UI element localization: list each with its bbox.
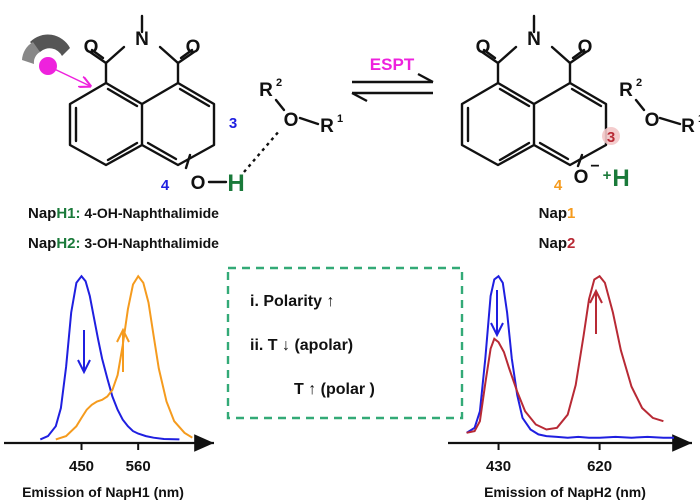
espt-equilibrium: ESPT bbox=[351, 55, 434, 103]
atom-R1: R bbox=[681, 116, 695, 137]
excitation-arrow bbox=[47, 65, 90, 86]
atom-O-hydroxy: O bbox=[191, 173, 206, 194]
position-4: 4 bbox=[554, 177, 563, 194]
x-tick-label: 560 bbox=[126, 458, 151, 475]
series-blue-emission bbox=[466, 274, 674, 439]
minus-charge: − bbox=[590, 158, 599, 175]
atom-O: O bbox=[84, 37, 99, 58]
x-tick-label: 430 bbox=[486, 458, 511, 475]
label-nap2: Nap2 bbox=[539, 235, 576, 252]
x-tick-label: 450 bbox=[69, 458, 94, 475]
atom-R1: R bbox=[320, 116, 334, 137]
atom-O: O bbox=[578, 37, 593, 58]
atom-R1-superscript: 1 bbox=[698, 113, 700, 125]
label-naph1: NapH1: 4-OH-Naphthalimide bbox=[28, 205, 219, 222]
atom-O: O bbox=[186, 37, 201, 58]
x-axis-label: Emission of NapH1 (nm) bbox=[22, 484, 184, 500]
x-axis-label: Emission of NapH2 (nm) bbox=[484, 484, 646, 500]
chart-naph1-emission: 450 560 Emission of NapH1 (nm) bbox=[4, 274, 214, 500]
label-nap1: Nap1 bbox=[539, 205, 576, 222]
atom-O-anion: O bbox=[574, 167, 589, 188]
atom-O-solvent: O bbox=[284, 110, 299, 131]
atom-O: O bbox=[476, 37, 491, 58]
atom-R2: R bbox=[259, 80, 273, 101]
atom-H: H bbox=[612, 165, 629, 192]
position-4: 4 bbox=[161, 177, 170, 194]
condition-polarity: i. Polarity ↑ bbox=[250, 293, 334, 310]
plus-charge: + bbox=[603, 167, 612, 184]
atom-R2-superscript: 2 bbox=[276, 77, 282, 89]
espt-label: ESPT bbox=[370, 55, 415, 74]
series-orange-emission bbox=[55, 274, 193, 441]
x-tick-label: 620 bbox=[587, 458, 612, 475]
atom-N: N bbox=[527, 29, 541, 50]
naph-structure: O N O 3 4 O H R 2 O R 1 bbox=[68, 14, 343, 197]
nap-structure: O N O 3 4 O − + H R 2 O R 1 bbox=[460, 14, 700, 194]
condition-temp-apolar: ii. T ↓ (apolar) bbox=[250, 337, 353, 354]
chart-naph2-emission: 430 620 Emission of NapH2 (nm) bbox=[448, 274, 692, 500]
label-naph2: NapH2: 3-OH-Naphthalimide bbox=[28, 235, 219, 252]
atom-R1-superscript: 1 bbox=[337, 113, 343, 125]
position-3: 3 bbox=[607, 129, 615, 146]
atom-N: N bbox=[135, 29, 149, 50]
conditions-box: i. Polarity ↑ ii. T ↓ (apolar) T ↑ (pola… bbox=[226, 266, 464, 420]
atom-H: H bbox=[227, 170, 244, 197]
series-blue-emission bbox=[39, 274, 180, 441]
series-red-emission bbox=[466, 274, 664, 434]
atom-O-solvent: O bbox=[645, 110, 660, 131]
condition-temp-polar: T ↑ (polar ) bbox=[294, 381, 375, 398]
position-3: 3 bbox=[229, 115, 237, 132]
atom-R2: R bbox=[619, 80, 633, 101]
atom-R2-superscript: 2 bbox=[636, 77, 642, 89]
excitation-source-icon bbox=[22, 34, 90, 86]
